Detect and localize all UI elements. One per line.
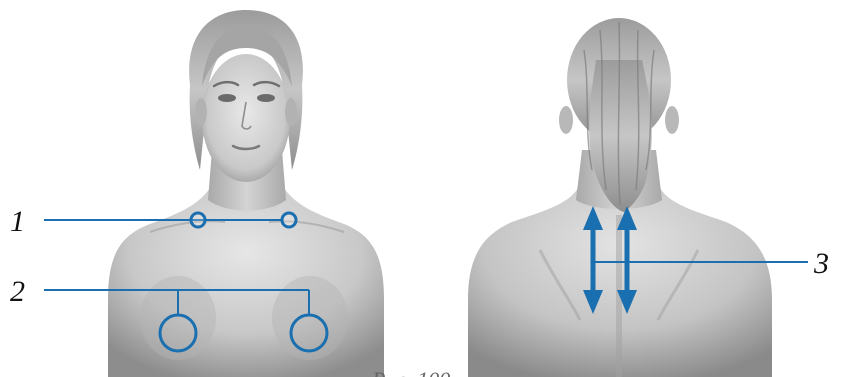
front-eye-right — [257, 94, 275, 102]
label-2: 2 — [10, 275, 25, 308]
front-breast-left — [140, 276, 216, 360]
front-face — [202, 54, 290, 182]
point-1-right — [282, 213, 296, 227]
back-ear-right — [665, 106, 679, 134]
label-1: 1 — [10, 205, 25, 238]
front-torso — [108, 185, 384, 377]
label-3: 3 — [813, 247, 829, 280]
front-ear-left — [195, 98, 207, 126]
back-figure — [468, 18, 772, 377]
figure-caption: Рис. 100 — [371, 367, 450, 377]
front-figure — [108, 10, 384, 377]
front-breast-right — [272, 276, 348, 360]
front-eye-left — [218, 94, 236, 102]
point-1-left — [191, 213, 205, 227]
back-ear-left — [559, 106, 573, 134]
front-ear-right — [285, 98, 297, 126]
